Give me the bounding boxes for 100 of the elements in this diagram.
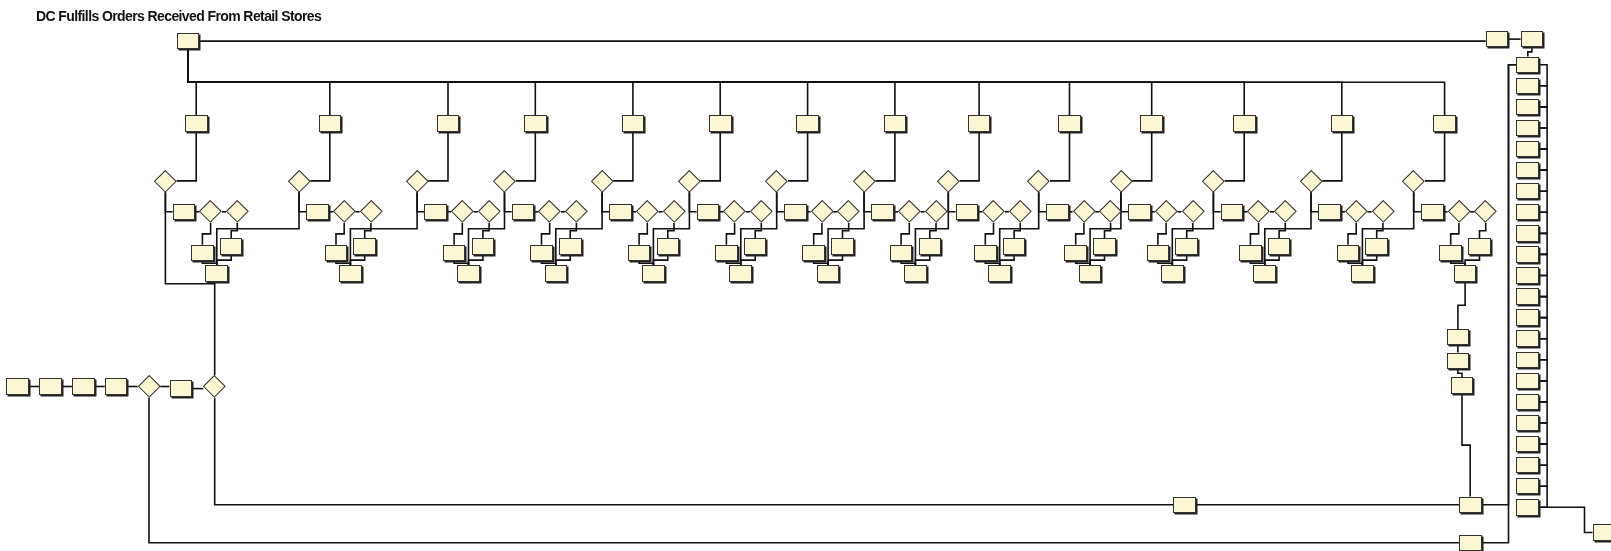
connector — [1457, 368, 1463, 379]
connector — [631, 211, 637, 213]
connector — [1538, 422, 1548, 445]
process-box — [715, 244, 738, 262]
process-box — [955, 203, 979, 220]
process-box — [1516, 182, 1540, 200]
connector — [569, 222, 578, 240]
process-box — [1330, 115, 1354, 132]
decision-diamond — [897, 200, 921, 224]
connector — [482, 222, 490, 240]
process-box — [219, 238, 243, 255]
process-box — [1078, 265, 1102, 282]
connector — [1538, 401, 1548, 424]
connector — [453, 260, 470, 266]
process-box — [1516, 478, 1540, 495]
process-box — [1468, 238, 1491, 255]
process-box — [1516, 456, 1540, 474]
process-box — [1516, 414, 1540, 432]
connector — [1269, 211, 1275, 213]
process-box — [783, 203, 807, 220]
connector — [1366, 211, 1373, 213]
process-box — [530, 244, 553, 262]
connector — [1176, 211, 1183, 213]
process-box — [457, 265, 480, 282]
connector — [863, 191, 873, 213]
decision-diamond — [1154, 200, 1178, 224]
process-box — [1516, 119, 1540, 137]
process-box — [1267, 238, 1291, 255]
process-box — [184, 115, 208, 132]
decision-diamond — [1299, 169, 1323, 193]
connector — [1538, 253, 1548, 277]
process-box — [1351, 265, 1374, 282]
connector — [472, 211, 479, 213]
connector — [1464, 254, 1481, 266]
process-box — [1516, 372, 1540, 390]
process-box — [1516, 246, 1540, 263]
process-box — [1365, 238, 1389, 255]
process-box — [743, 238, 767, 255]
process-box — [1516, 161, 1540, 179]
decision-diamond — [1474, 200, 1497, 224]
connector — [900, 260, 917, 266]
connector — [533, 211, 540, 213]
connector — [335, 222, 345, 246]
connector — [718, 211, 725, 213]
process-box — [883, 115, 907, 132]
decision-diamond — [662, 200, 686, 224]
process-box — [967, 115, 991, 132]
process-box — [524, 115, 547, 132]
decision-diamond — [1371, 200, 1395, 224]
process-box — [1093, 238, 1116, 255]
connector — [1212, 191, 1222, 213]
decision-diamond — [1247, 200, 1270, 224]
process-box — [1146, 244, 1170, 262]
connector — [1538, 169, 1548, 192]
connector — [725, 260, 742, 266]
connector — [198, 40, 1487, 42]
process-box — [436, 115, 460, 132]
process-box — [1175, 238, 1198, 255]
connector — [416, 191, 426, 213]
process-box — [696, 203, 720, 220]
process-box — [39, 378, 62, 395]
process-box — [471, 238, 495, 255]
decision-diamond — [477, 200, 501, 224]
connector — [638, 222, 649, 246]
connector — [164, 191, 174, 213]
process-box — [1128, 203, 1151, 220]
connector — [540, 222, 551, 246]
connector — [984, 222, 995, 246]
process-box — [1318, 203, 1341, 220]
process-box — [1450, 377, 1474, 394]
process-box — [889, 244, 913, 262]
decision-diamond — [199, 200, 222, 224]
connector — [1195, 503, 1460, 506]
connector — [1242, 211, 1249, 213]
connector — [900, 222, 911, 246]
process-box — [205, 265, 229, 282]
decision-diamond — [1109, 169, 1133, 193]
connector — [201, 222, 212, 246]
connector — [1074, 260, 1091, 266]
process-box — [1064, 244, 1087, 262]
connector — [298, 191, 307, 213]
connector — [354, 211, 361, 213]
connector — [1094, 211, 1101, 213]
connector — [977, 211, 983, 213]
connector — [1103, 222, 1112, 240]
process-box — [1002, 238, 1026, 255]
connector — [1412, 191, 1422, 213]
connector — [1538, 506, 1594, 534]
decision-diamond — [982, 200, 1005, 224]
process-box — [324, 244, 348, 262]
decision-diamond — [590, 169, 614, 193]
process-box — [1336, 244, 1360, 262]
process-box — [802, 244, 825, 262]
connector — [1507, 38, 1522, 40]
decision-diamond — [154, 169, 177, 193]
process-box — [1173, 496, 1196, 513]
connector — [191, 387, 205, 390]
process-box — [1453, 265, 1477, 282]
connector — [363, 222, 372, 240]
decision-diamond — [137, 375, 161, 398]
